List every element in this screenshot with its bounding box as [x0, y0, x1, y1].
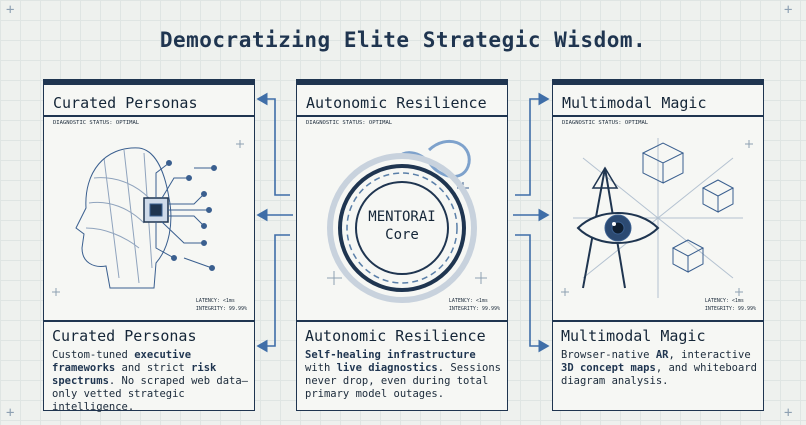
panel-header: Autonomic Resilience — [306, 94, 487, 112]
latency-readout: LATENCY: <1ms INTEGRITY: 99.99% — [195, 298, 247, 312]
panel-header: Multimodal Magic — [562, 94, 707, 112]
divider — [44, 115, 254, 117]
corner-cross-icon: + — [6, 405, 15, 421]
panel-top-bar — [44, 80, 254, 85]
divider — [553, 320, 763, 322]
panel-description: Self-healing infrastructure with live di… — [305, 349, 501, 400]
panel-autonomic-resilience: Autonomic Resilience DIAGNOSTIC STATUS: … — [296, 79, 508, 411]
panel-curated-personas: Curated Personas DIAGNOSTIC STATUS: OPTI… — [43, 79, 255, 413]
gear-loop-icon — [327, 139, 487, 303]
core-label: MENTORAI Core — [368, 209, 436, 243]
panel-header: Curated Personas — [53, 94, 198, 112]
divider — [297, 115, 507, 117]
panel-top-bar — [297, 80, 507, 85]
corner-cross-icon: + — [6, 2, 15, 18]
eye-compass-icon — [561, 138, 753, 298]
diagnostic-status: DIAGNOSTIC STATUS: OPTIMAL — [562, 120, 649, 126]
panel-description: Browser-native AR, interactive 3D concep… — [561, 349, 757, 387]
diagnostic-status: DIAGNOSTIC STATUS: OPTIMAL — [53, 120, 140, 126]
corner-cross-icon: + — [784, 2, 793, 18]
divider — [553, 115, 763, 117]
latency-readout: LATENCY: <1ms INTEGRITY: 99.99% — [704, 298, 756, 312]
latency-readout: LATENCY: <1ms INTEGRITY: 99.99% — [448, 298, 500, 312]
panel-multimodal-magic: Multimodal Magic DIAGNOSTIC STATUS: OPTI… — [552, 79, 764, 411]
diagnostic-status: DIAGNOSTIC STATUS: OPTIMAL — [306, 120, 393, 126]
divider — [297, 320, 507, 322]
arrow-top-right — [515, 92, 550, 196]
panel-top-bar — [553, 80, 763, 85]
panel-description: Custom-tuned executive frameworks and st… — [52, 349, 248, 413]
head-circuit-icon — [52, 140, 244, 296]
arrow-top-left — [256, 92, 290, 196]
arrow-bottom-left — [256, 234, 290, 353]
arrow-bottom-right — [515, 234, 550, 353]
panel-subtitle: Curated Personas — [52, 327, 197, 345]
divider — [44, 320, 254, 322]
corner-cross-icon: + — [784, 405, 793, 421]
panel-subtitle: Multimodal Magic — [561, 327, 706, 345]
panel-subtitle: Autonomic Resilience — [305, 327, 486, 345]
page-title: Democratizing Elite Strategic Wisdom. — [159, 28, 647, 52]
